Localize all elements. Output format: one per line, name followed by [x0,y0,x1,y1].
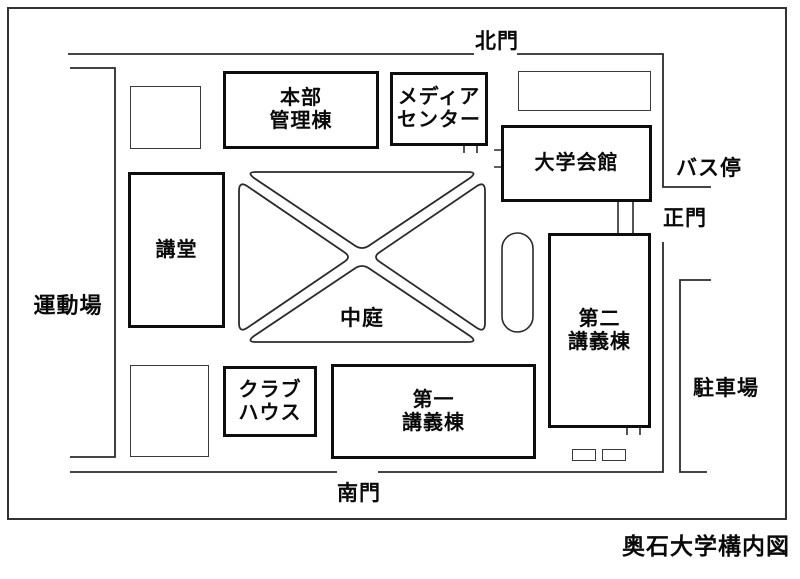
north-road-line-east [517,53,711,188]
unlabeled-building-northwest [130,86,201,149]
unlabeled-building-northeast [518,71,651,111]
building-university-hall-label: 大学会館 [534,152,619,174]
sports-field-label: 運動場 [33,293,103,318]
building-lecture-hall-1: 第一 講義棟 [331,364,536,459]
building-lecture-hall-2: 第二 講義棟 [548,233,651,428]
building-media-center-label: メディア センター [397,86,481,131]
north-gate-label: 北門 [475,30,519,53]
parking-label: 駐車場 [693,377,759,400]
building-auditorium: 講堂 [128,172,225,328]
south-gate-label: 南門 [337,482,381,505]
building-hq-admin: 本部 管理棟 [223,71,379,149]
building-clubhouse: クラブ ハウス [223,366,317,437]
main-gate-label: 正門 [663,207,707,230]
courtyard-cross-paths [238,171,486,343]
unlabeled-building-southwest [130,365,209,457]
building-university-hall: 大学会館 [501,125,652,202]
building-clubhouse-label: クラブ ハウス [238,378,302,424]
courtyard-triangle-right [375,183,486,331]
bus-stop-label: バス停 [676,157,742,180]
building-auditorium-label: 講堂 [155,238,198,261]
building-hq-admin-label: 本部 管理棟 [269,87,333,132]
parking-boundary [679,279,711,473]
west-inner-boundary [70,67,116,458]
building-lecture-hall-2-label: 第二 講義棟 [568,307,631,353]
unlabeled-structure-south-1 [572,449,596,461]
map-title: 奥石大学構内図 [622,533,790,559]
courtyard-triangle-top [249,171,475,249]
map-outer-border [7,7,787,520]
south-road-line-east [378,242,664,473]
building-media-center: メディア センター [390,72,488,146]
walkway-island [501,232,534,333]
courtyard-triangle-bottom [249,265,475,343]
courtyard-label: 中庭 [340,307,384,330]
unlabeled-structure-south-2 [602,449,626,461]
building-lecture-hall-1-label: 第一 講義棟 [402,388,465,434]
courtyard-triangle-left [238,183,349,331]
